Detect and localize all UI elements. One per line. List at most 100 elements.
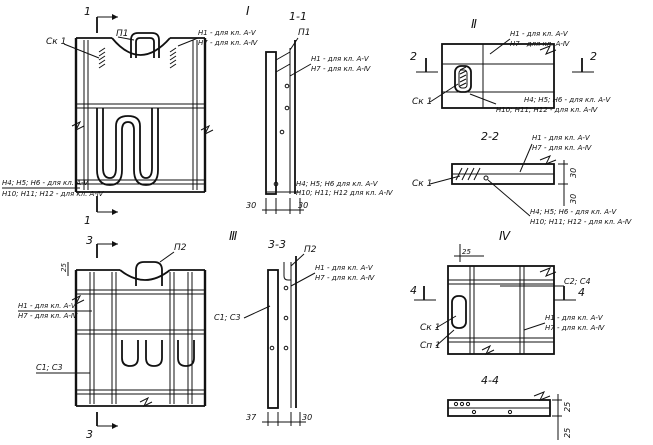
view-III-label-h1: Н1 - для кл. А-Ⅴ (18, 302, 77, 310)
view-II-loop-inner (458, 69, 468, 89)
view-III-hook-1 (121, 340, 139, 367)
s33-leader-h1 (290, 272, 316, 287)
section-4-4-break (533, 391, 551, 401)
label-ck1: Ск 1 (46, 37, 66, 47)
section-2-right-label: 2 (590, 50, 597, 63)
view-III-break-bottom (139, 396, 153, 408)
label-p1: П1 (116, 29, 129, 39)
loop-p1-inner (135, 37, 155, 58)
frame-top-notch (111, 37, 171, 56)
s33-label-c1c3: С1; С3 (214, 313, 241, 322)
s33-leader-p2 (290, 253, 305, 267)
leader-h1 (177, 37, 199, 47)
s22-leader-h4 (487, 179, 531, 217)
view-III-label-p2: П2 (174, 243, 187, 253)
view-II-title: Ⅱ (471, 17, 477, 31)
s22-label-h10: Н10; Н11; Н12 - для кл. А-Ⅳ (530, 218, 632, 226)
view-II-loop (454, 65, 472, 93)
section-1-1-loop (275, 51, 291, 73)
section-4-4: 4-4 25 25 (447, 374, 572, 440)
view-II-leader-h4 (469, 93, 497, 105)
view-II-label-h10: Н10; Н11; Н12 - для кл. А-Ⅳ (496, 106, 598, 114)
section-1-1-rod-2 (284, 105, 290, 111)
section-3-3-rod-3 (269, 345, 275, 351)
section-1-1-rod-1 (284, 83, 290, 89)
label-h7: Н7 - для кл. А-Ⅳ (198, 39, 258, 47)
leader-ck1 (63, 43, 100, 59)
section-2-2-title: 2-2 (481, 130, 499, 143)
view-IV: Ⅳ 4 4 25 С2; С4 Н1 - для кл. А-Ⅴ Н7 - дл… (410, 229, 605, 356)
s33-label-p2: П2 (304, 245, 317, 255)
section-4-4-rod-1 (453, 401, 459, 407)
s22-label-h1: Н1 - для кл. А-Ⅴ (532, 134, 591, 142)
view-IV-leader-h1 (523, 322, 546, 331)
coil-ck1-right (169, 47, 177, 69)
section-1-1: 1-1 П1 Н1 - для кл. А-Ⅴ Н7 - для кл. А-Ⅳ… (246, 10, 393, 214)
view-III-hook-2 (145, 340, 163, 367)
view-II-label-h7: Н7 - для кл. А-Ⅳ (510, 40, 570, 48)
view-II-coil (459, 66, 467, 87)
view-I-title: I (246, 4, 250, 18)
section-4-right-label: 4 (578, 286, 585, 299)
s22-label-h4: Н4; Н5; Н6 - для кл. А-Ⅴ (530, 208, 618, 216)
section-2-2-break-mark (539, 155, 557, 165)
s11-dim-30: 30 (246, 201, 256, 210)
view-III-title: Ⅲ (229, 229, 237, 243)
leader-p1 (117, 36, 135, 41)
s11-label-h10: Н10; Н11; Н12 для кл. А-Ⅳ (296, 189, 393, 197)
section-4-left-label: 4 (410, 284, 417, 297)
section-1-1-rod-3 (279, 129, 285, 135)
coil-ck1-left (98, 47, 106, 69)
s22-label-h7: Н7 - для кл. А-Ⅳ (532, 144, 592, 152)
view-II-label-h4: Н4; Н5; Н6 - для кл. А-Ⅴ (524, 96, 612, 104)
section-2-2-rod (483, 175, 489, 181)
loop-p1 (130, 32, 160, 58)
view-III-dim-25: 25 (60, 263, 68, 272)
section-2-2-coil (455, 167, 481, 181)
view-II-break-mark (539, 45, 557, 55)
view-II-leader-ck1 (429, 83, 459, 103)
section-4-4-title: 4-4 (481, 374, 499, 387)
s33-label-h1: Н1 - для кл. А-Ⅴ (315, 264, 374, 272)
view-III: Ⅲ 3 3 (18, 229, 237, 441)
view-IV-leader-ck1 (435, 315, 457, 329)
label-h4: Н4; Н5; Н6 - для кл. А-Ⅴ (2, 179, 90, 187)
view-III-break-left (71, 294, 85, 306)
section-1-top-arrowhead (112, 14, 118, 20)
s22-dim-30: 30 (569, 168, 578, 178)
label-h10: Н10; Н11; Н12 - для кл. А-Ⅳ (2, 190, 104, 198)
s44-dim-25b: 25 (563, 428, 572, 438)
section-3-top-arrowhead (112, 241, 118, 247)
s11-label-h4: Н4; Н5; Н6 для кл. А-Ⅴ (296, 180, 379, 188)
section-3-top-label: 3 (86, 234, 93, 247)
section-1-bottom-arrowhead (112, 209, 118, 215)
s22-leader-h1 (519, 143, 533, 173)
view-III-top-notch (119, 269, 171, 281)
s11-dim-30b: 30 (298, 201, 308, 210)
view-IV-label-h1: Н1 - для кл. А-Ⅴ (545, 314, 604, 322)
view-III-leader-p2 (159, 251, 175, 263)
view-III-label-c1c3: С1; С3 (36, 363, 63, 372)
view-II-leader-h1 (489, 38, 511, 55)
section-3-3-title: 3-3 (268, 238, 286, 251)
section-3-bottom-label: 3 (86, 428, 93, 441)
section-4-4-rod-5 (507, 409, 513, 415)
view-II: Ⅱ 2 2 Н1 - для кл. А-Ⅴ Н7 - для кл. А-Ⅳ … (410, 17, 612, 114)
section-4-4-rod-3 (465, 401, 471, 407)
s11-label-p1: П1 (298, 28, 311, 38)
view-III-label-h7: Н7 - для кл. А-Ⅳ (18, 312, 78, 320)
section-1-1-rod-4 (273, 181, 279, 187)
s33-leader-c1c3 (243, 305, 271, 319)
section-2-left-label: 2 (410, 50, 417, 63)
s22-label-ck1: Ск 1 (412, 179, 432, 189)
s33-dim-37: 37 (246, 413, 257, 422)
section-1-1-web-left (265, 51, 277, 195)
s11-leader-h1 (289, 63, 312, 77)
view-III-hook-3 (177, 340, 195, 367)
break-mark-right (200, 124, 214, 136)
section-3-3-rod-1 (283, 285, 289, 291)
section-3-3-web-left (267, 269, 279, 409)
view-II-label-ck1: Ск 1 (412, 97, 432, 107)
section-4-4-rod-4 (471, 409, 477, 415)
